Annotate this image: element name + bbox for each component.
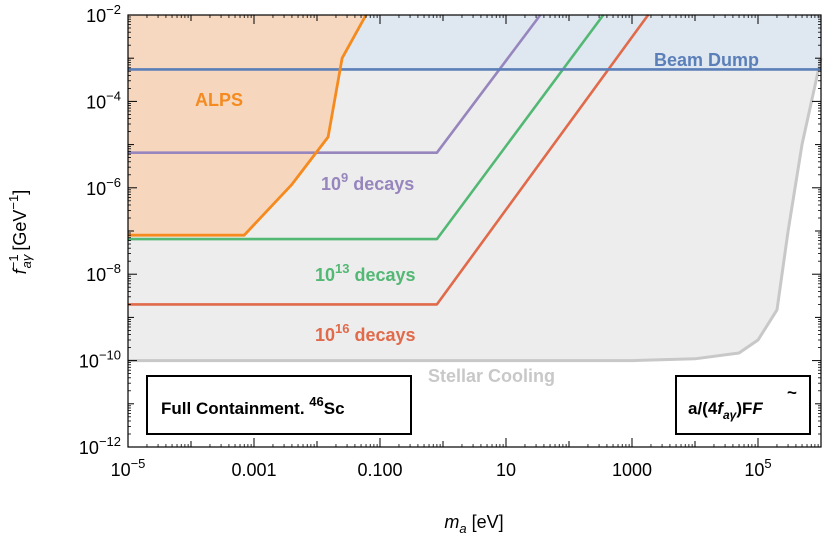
- coupling-box: [675, 375, 811, 435]
- stellar-cooling-line: [128, 57, 823, 363]
- tick-exponent: −8: [106, 261, 121, 276]
- label-base: 10: [315, 265, 335, 285]
- box-text-main: Full Containment.: [161, 399, 309, 418]
- annotations-layer: Full Containment. 46Sc a/(4faγ)FF ~: [146, 375, 811, 435]
- series-line-10-9-decays: [128, 14, 542, 154]
- x-title-main: m: [444, 512, 459, 532]
- tick-exponent: −10: [99, 348, 121, 363]
- box-text-italic: f: [717, 399, 725, 418]
- tick-exponent: −5: [131, 456, 146, 471]
- tick-exponent: 5: [764, 456, 771, 471]
- y-tick-label: 10−8: [86, 261, 121, 285]
- coupling-text: a/(4faγ)FF: [688, 399, 763, 422]
- tilde-mark: ~: [787, 383, 797, 402]
- y-tick-label: 10−2: [86, 2, 121, 26]
- x-tick-label: 10: [496, 460, 516, 480]
- tick-base: 10: [744, 460, 764, 480]
- y-tick-label: 10−12: [79, 434, 121, 458]
- label-10-16-decays: 1016 decays: [315, 321, 416, 345]
- x-tick-label: 1000: [612, 460, 652, 480]
- box-text-sub: aγ: [723, 408, 738, 422]
- label-exponent: 16: [335, 321, 349, 336]
- tick-base: 10: [86, 92, 106, 112]
- tick-exponent: −12: [99, 434, 121, 449]
- tick-base: 10: [79, 352, 99, 372]
- tick-exponent: −4: [106, 88, 121, 103]
- label-text: decays: [350, 265, 416, 285]
- label-base: 10: [315, 325, 335, 345]
- y-tick-label: 10−10: [79, 348, 121, 372]
- x-tick-label: 0.100: [357, 460, 402, 480]
- label-stellar-cooling: Stellar Cooling: [428, 366, 555, 386]
- full-containment-box: [146, 375, 412, 435]
- y-tick-label: 10−6: [86, 175, 121, 199]
- y-title-unit-end: ]: [10, 190, 30, 195]
- box-text-sup: 46: [309, 394, 323, 409]
- series-line-10-16-decays: [128, 14, 650, 306]
- y-tick-label: 10−4: [86, 88, 121, 112]
- tick-base: 10: [86, 265, 106, 285]
- x-axis-title: ma [eV]: [444, 512, 503, 536]
- tick-base: 10: [86, 179, 106, 199]
- label-text: decays: [348, 174, 414, 194]
- label-beam-dump: Beam Dump: [654, 50, 759, 70]
- y-axis-title: f−1aγ[GeV−1]: [6, 190, 34, 274]
- box-text-tail: )F: [736, 399, 752, 418]
- tick-exponent: −6: [106, 175, 121, 190]
- axis-titles: ma [eV]f−1aγ[GeV−1]: [6, 190, 504, 536]
- label-alps: ALPS: [195, 90, 243, 110]
- label-10-13-decays: 1013 decays: [315, 261, 416, 285]
- label-exponent: 9: [341, 170, 348, 185]
- x-title-sub: a: [459, 521, 466, 536]
- tick-exponent: −2: [106, 2, 121, 17]
- y-title-main: f: [10, 267, 30, 274]
- x-tick-label: 105: [744, 456, 771, 480]
- tick-base: 10: [79, 438, 99, 458]
- label-10-9-decays: 109 decays: [321, 170, 414, 194]
- series-line-10-13-decays: [128, 14, 605, 241]
- label-exponent: 13: [335, 261, 349, 276]
- y-title-unit: [GeV: [10, 210, 30, 251]
- label-text: decays: [350, 325, 416, 345]
- x-title-unit: [eV]: [467, 512, 504, 532]
- lines-layer: [128, 14, 823, 363]
- y-title-sup: −1: [6, 254, 21, 269]
- box-text-main: a/(4: [688, 399, 718, 418]
- box-text-tilde-letter: F: [752, 399, 763, 418]
- label-base: 10: [321, 174, 341, 194]
- tick-base: 10: [111, 460, 131, 480]
- x-tick-label: 0.001: [231, 460, 276, 480]
- alps-line: [128, 14, 368, 237]
- full-containment-text: Full Containment. 46Sc: [161, 394, 345, 418]
- y-title-unit-sup: −1: [6, 195, 21, 210]
- tick-base: 10: [86, 6, 106, 26]
- x-tick-label: 10−5: [111, 456, 146, 480]
- box-text-tail: Sc: [324, 399, 345, 418]
- y-title-sub: aγ: [19, 253, 34, 268]
